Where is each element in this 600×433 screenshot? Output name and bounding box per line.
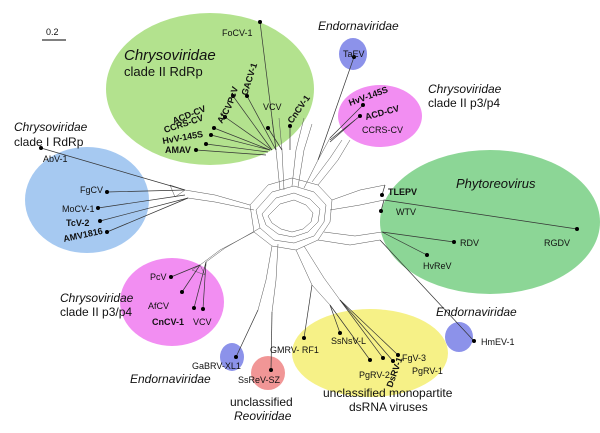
taxon-label-pgrv-2: PgRV-2 xyxy=(359,370,390,380)
taxon-label-ssnsv-l: SsNsV-L xyxy=(331,336,366,346)
taxon-label-gmrv-rf1: GMRV- RF1 xyxy=(270,345,319,355)
taxon-label-tlepv: TLEPV xyxy=(388,187,417,197)
taxon-label-afcv-b: AfCV xyxy=(148,301,169,311)
group-chryso-i-rdrp-ellipse xyxy=(25,147,149,253)
group-label-chryso-ii-p34-bot-sub: clade II p3/p4 xyxy=(60,305,132,319)
group-label-phytoreovirus: Phytoreovirus xyxy=(456,176,536,191)
group-chryso-ii-rdrp-ellipse xyxy=(106,13,314,165)
taxon-label-fgv-3: FgV-3 xyxy=(402,353,426,363)
taxon-label-ssrev-sz: SsReV-SZ xyxy=(238,375,281,385)
group-endorna-right-ellipse xyxy=(445,322,473,352)
taxon-label-tcv-2: TcV-2 xyxy=(66,218,89,228)
group-label-endorna-top: Endornaviridae xyxy=(318,19,399,33)
tree-edges xyxy=(40,21,578,371)
group-label-unclassified-mono-line2: dsRNA viruses xyxy=(349,400,428,414)
taxon-label-focv-1: FoCV-1 xyxy=(222,28,253,38)
group-endorna-bottom-ellipse xyxy=(220,343,244,371)
group-chryso-ii-p34-bot-ellipse xyxy=(120,258,224,346)
taxon-label-rgdv: RGDV xyxy=(544,238,570,248)
group-label-chryso-ii-p34-bot-name: Chrysoviridae xyxy=(60,291,134,305)
group-unclassified-reo-ellipse xyxy=(251,356,285,390)
group-label-endorna-right: Endornaviridae xyxy=(436,305,517,319)
group-label-chryso-ii-p34-top-name: Chrysoviridae xyxy=(428,82,502,96)
taxon-label-amav: AMAV xyxy=(165,145,191,155)
taxon-label-mocv-1: MoCV-1 xyxy=(62,204,95,214)
group-label-unclassified-reo-line2: Reoviridae xyxy=(234,409,292,423)
group-label-chryso-ii-rdrp-name: Chrysoviridae xyxy=(124,47,216,64)
group-label-unclassified-mono-line1: unclassified monopartite xyxy=(323,386,453,400)
group-label-chryso-ii-p34-top-sub: clade II p3/p4 xyxy=(428,96,500,110)
scale-bar: 0.2 xyxy=(42,27,66,41)
taxon-label-hvrev: HvReV xyxy=(423,261,452,271)
scale-bar-label: 0.2 xyxy=(46,27,59,37)
group-label-chryso-ii-rdrp-sub: clade II RdRp xyxy=(124,64,203,79)
group-label-unclassified-reo-line1: unclassified xyxy=(230,395,293,409)
taxon-label-cncv-1-b: CnCV-1 xyxy=(152,317,184,327)
group-label-chryso-i-rdrp-sub: clade I RdRp xyxy=(14,135,84,149)
group-label-endorna-bottom: Endornaviridae xyxy=(130,372,211,386)
taxon-label-vcv: VCV xyxy=(263,102,282,112)
taxon-label-ccrs-cv-p: CCRS-CV xyxy=(362,125,403,135)
taxon-label-vcv-b: VCV xyxy=(193,317,212,327)
group-chryso-ii-p34-top-ellipse xyxy=(338,85,422,147)
taxon-dots xyxy=(39,20,579,372)
group-unclassified-mono-ellipse xyxy=(292,309,448,397)
taxon-label-rdv: RDV xyxy=(460,238,479,248)
taxon-label-pgrv-1: PgRV-1 xyxy=(412,366,443,376)
taxon-label-hmev-1: HmEV-1 xyxy=(481,337,515,347)
group-endorna-top-ellipse xyxy=(339,38,367,70)
group-phytoreovirus-ellipse xyxy=(380,150,600,294)
taxon-label-abv-1: AbV-1 xyxy=(43,154,68,164)
taxon-label-pcv-b: PcV xyxy=(150,272,167,282)
taxon-label-taev: TaEV xyxy=(343,49,365,59)
group-labels: Chrysoviridae clade II RdRp Endornavirid… xyxy=(14,19,536,423)
group-label-chryso-i-rdrp-name: Chrysoviridae xyxy=(14,120,88,134)
taxon-label-fgcv: FgCV xyxy=(80,185,103,195)
taxon-label-wtv: WTV xyxy=(396,207,416,217)
taxon-label-gabrv-xl1: GaBRV-XL1 xyxy=(192,361,241,371)
